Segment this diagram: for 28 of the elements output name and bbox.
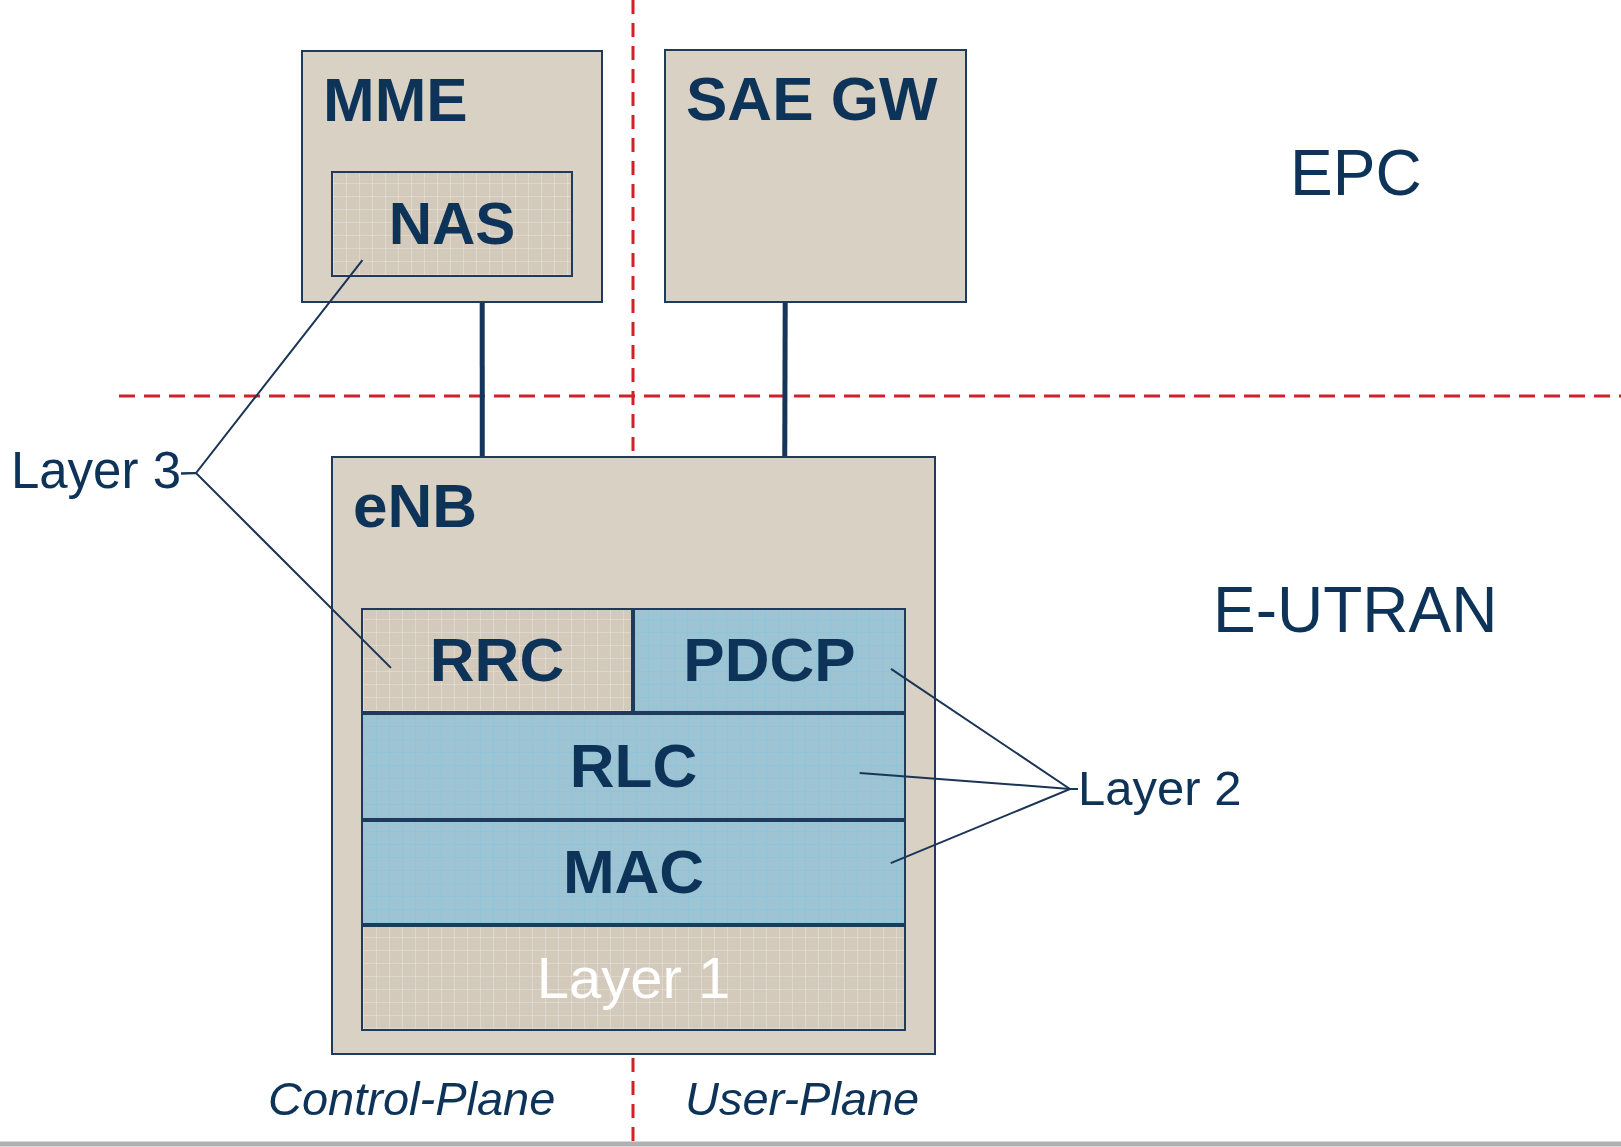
layer-box: [664, 49, 967, 303]
box-label: eNB: [353, 472, 478, 541]
connector-line: [782, 303, 788, 456]
box-label: NAS: [388, 191, 516, 257]
connector-line: [479, 303, 485, 456]
box-label: Layer 1: [536, 946, 731, 1010]
box-label: RRC: [429, 626, 565, 695]
layer-box: [361, 820, 906, 925]
layer-box: [361, 925, 906, 1031]
leader-line: [180, 472, 392, 669]
layer-box: [633, 608, 906, 713]
box-label: MAC: [562, 838, 705, 907]
box-label: RLC: [569, 732, 698, 801]
leader-line: [889, 788, 1079, 865]
plane-label: User-Plane: [685, 1073, 920, 1125]
box-label: MME: [323, 66, 468, 135]
plane-label: Control-Plane: [268, 1073, 556, 1125]
region-label: EPC: [1290, 138, 1422, 209]
box-label: SAE GW: [686, 65, 938, 134]
layer-box: [361, 608, 633, 713]
layer-box: [331, 456, 936, 1055]
layer-box: [301, 50, 603, 303]
layer-label: Layer 2: [1078, 762, 1242, 816]
layer-label: Layer 3: [10, 442, 181, 500]
box-label: PDCP: [683, 626, 856, 695]
region-label: E-UTRAN: [1213, 575, 1498, 646]
layer-box: [331, 171, 573, 277]
layer-box: [361, 713, 906, 820]
